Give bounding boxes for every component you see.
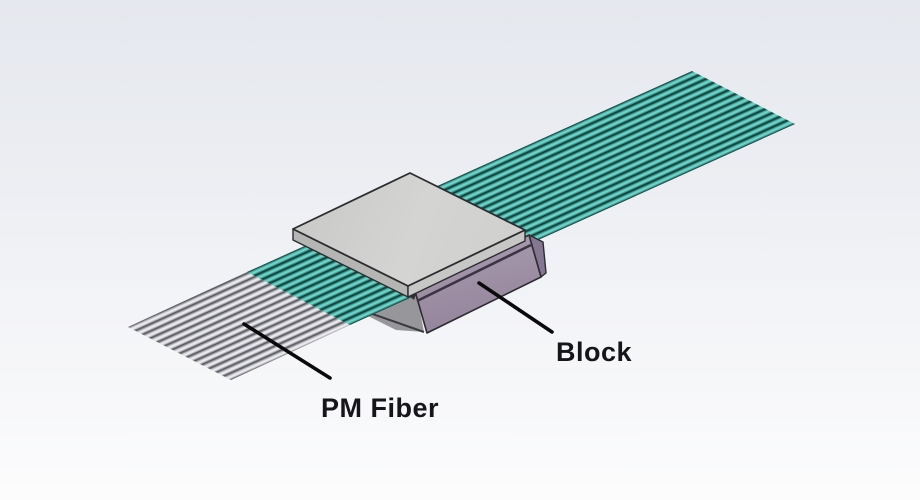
block-base-groove xyxy=(416,243,532,303)
leader-line-pm-fiber xyxy=(242,322,332,380)
pm-fiber-ribbon xyxy=(128,272,350,380)
block-lid xyxy=(292,172,526,298)
leader-line-block xyxy=(477,281,554,334)
label-pm-fiber: PM Fiber xyxy=(321,393,439,423)
label-block: Block xyxy=(556,337,633,367)
block-lid-top-face xyxy=(292,172,526,287)
